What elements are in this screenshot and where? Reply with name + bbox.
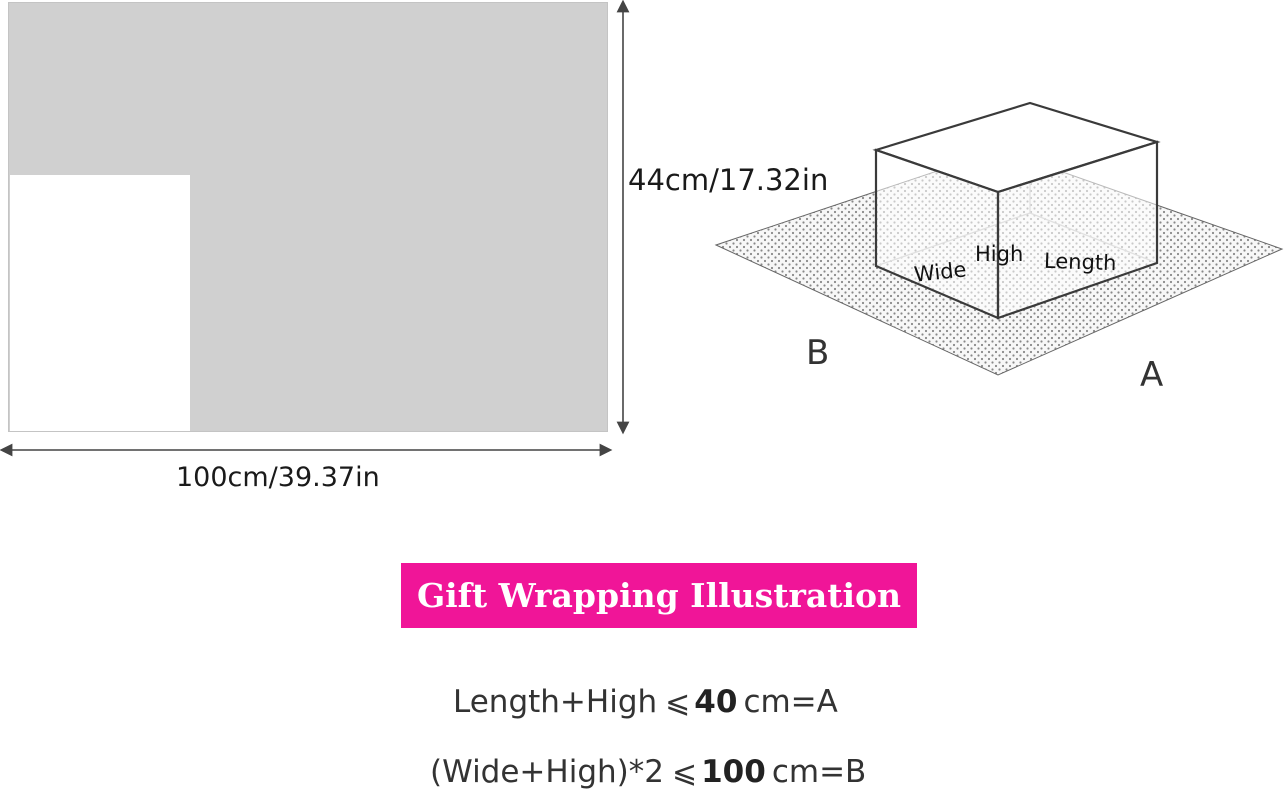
corner-label-a: A — [1140, 355, 1164, 395]
formula-rhs: cm=B — [771, 754, 867, 790]
formula-lhs: (Wide+High)*2 — [430, 754, 664, 790]
width-dimension-label: 100cm/39.37in — [176, 462, 380, 493]
corner-label-b: B — [806, 333, 830, 373]
less-equal-symbol: ⩽ — [665, 685, 691, 720]
formula-value: 40 — [694, 684, 738, 720]
formula-lhs: Length+High — [453, 684, 658, 720]
formula-rhs: cm=A — [743, 684, 838, 720]
less-equal-symbol: ⩽ — [671, 755, 698, 790]
height-dimension-label: 44cm/17.32in — [628, 163, 829, 197]
box-label-high: High — [975, 242, 1024, 266]
box-right-face — [996, 140, 1159, 320]
gift-wrapping-banner: Gift Wrapping Illustration — [401, 563, 917, 628]
formula-value: 100 — [701, 754, 766, 790]
box-label-length: Length — [1043, 248, 1117, 276]
paper-cutout — [10, 175, 190, 431]
